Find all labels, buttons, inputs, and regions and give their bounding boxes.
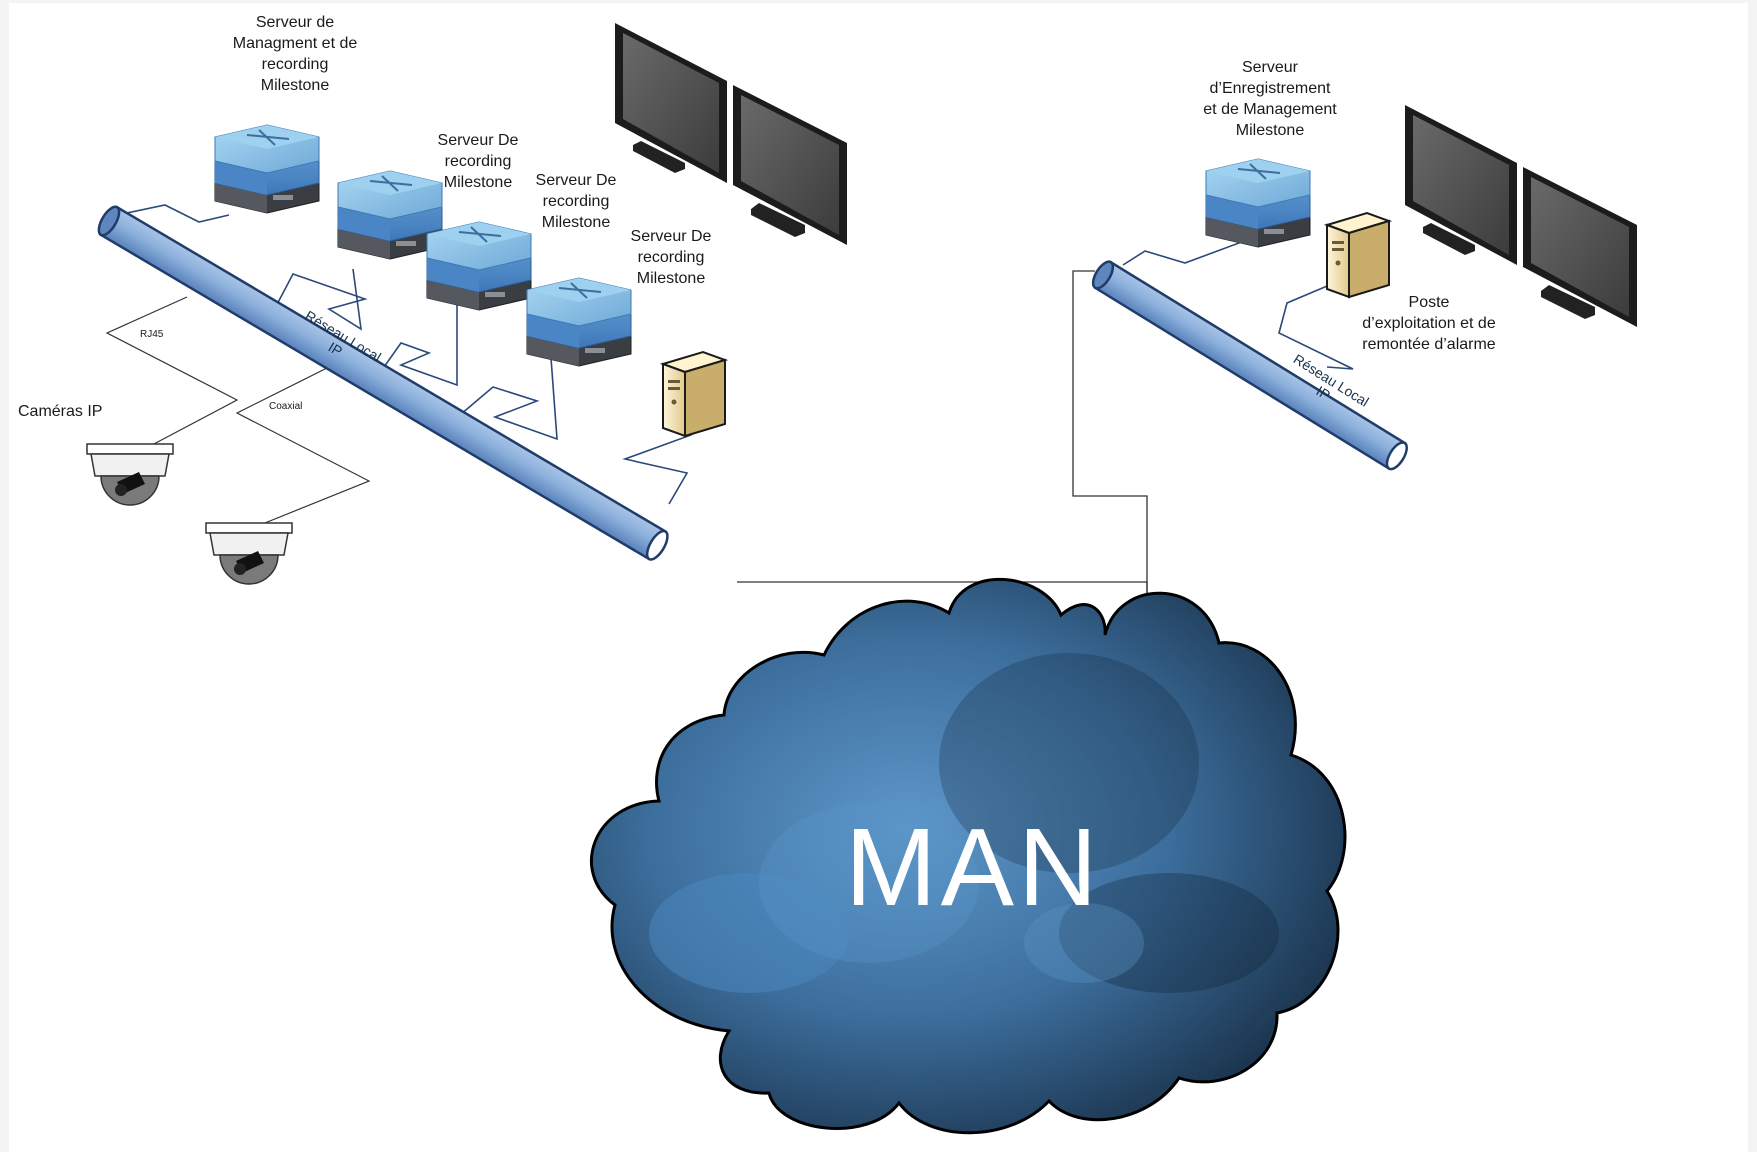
workstation-left-icon <box>662 351 726 437</box>
label-cameras-ip: Caméras IP <box>18 403 103 420</box>
dome-camera-icon-1 <box>86 443 174 506</box>
dome-camera-icon-2 <box>205 522 293 585</box>
label-server-right: Serveur d’Enregistrement et de Managemen… <box>1203 59 1337 139</box>
label-workstation-right: Poste d’exploitation et de remontée d’al… <box>1362 294 1496 353</box>
milestone-server-management-left <box>214 124 320 214</box>
man-links <box>737 270 1148 593</box>
rj45-cable <box>105 296 239 446</box>
label-server-management-left: Serveur de Managment et de recording Mil… <box>232 14 358 94</box>
left-lan-pipe <box>97 205 669 561</box>
diagram-graphics <box>86 23 1637 1135</box>
label-server-recording-1: Serveur De recording Milestone <box>437 132 519 191</box>
milestone-server-recording-2 <box>426 221 532 311</box>
left-server-links <box>126 204 692 505</box>
right-lan-pipe <box>1091 260 1408 471</box>
milestone-server-recording-3 <box>526 277 632 367</box>
label-coaxial: Coaxial <box>269 401 303 412</box>
coaxial-cable <box>235 367 371 528</box>
label-rj45: RJ45 <box>140 329 164 340</box>
milestone-server-right <box>1205 158 1311 248</box>
network-diagram: Serveur de Managment et de recording Mil… <box>9 3 1748 1152</box>
monitor-icon-left <box>615 23 847 245</box>
label-server-recording-2: Serveur De recording Milestone <box>535 172 617 231</box>
label-man: MAN <box>845 806 1102 929</box>
workstation-right-icon <box>1326 212 1390 298</box>
label-server-recording-3: Serveur De recording Milestone <box>630 228 712 287</box>
man-cloud-icon <box>589 578 1347 1135</box>
